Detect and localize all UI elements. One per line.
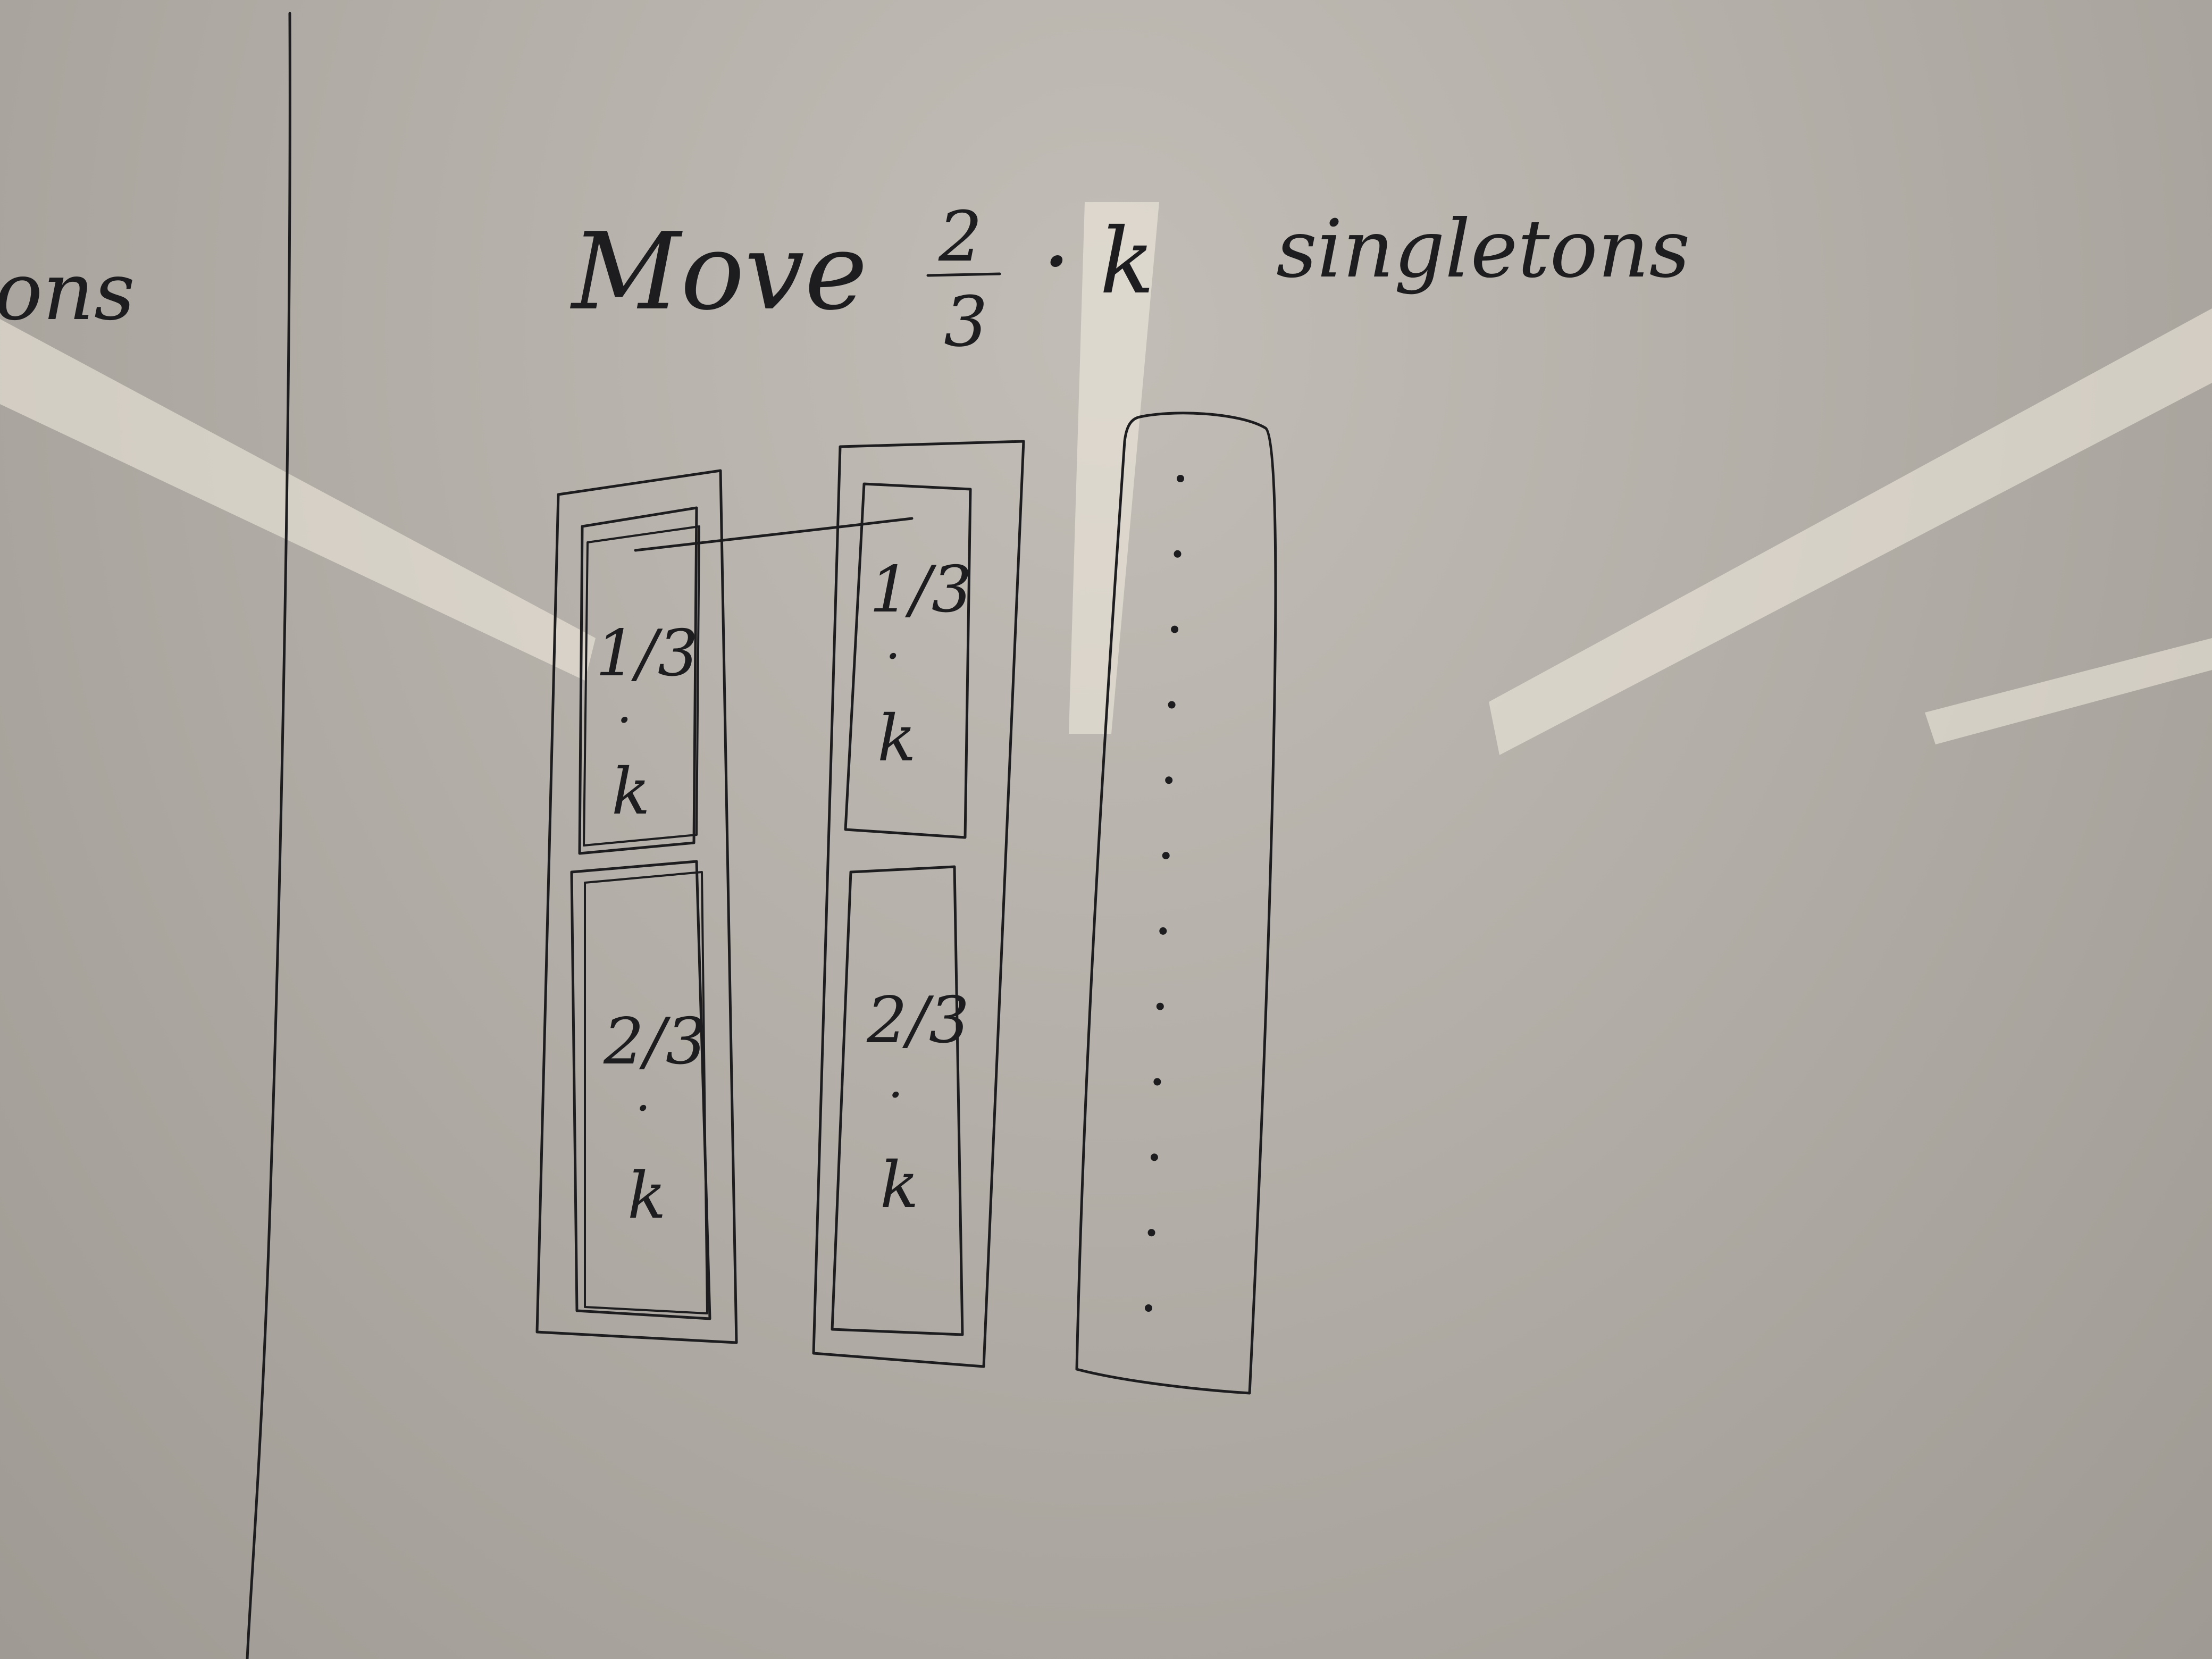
column-1-bottom-var: k xyxy=(627,1159,666,1233)
singleton-dot xyxy=(1165,776,1173,784)
column-1-bottom-block xyxy=(570,860,711,1320)
glare-right-small xyxy=(1925,638,2212,744)
column-1-bottom-fraction: 2/3 xyxy=(603,1005,706,1079)
board-divider-line xyxy=(246,12,291,1659)
singleton-dots xyxy=(1145,475,1184,1312)
connector-line xyxy=(634,517,914,552)
column-1-outer-box xyxy=(535,469,738,1344)
singleton-dot xyxy=(1168,701,1176,709)
singleton-column-box xyxy=(1075,412,1277,1395)
singleton-dot xyxy=(1145,1304,1152,1312)
column-1-top-block xyxy=(578,506,698,855)
column-2-bottom-block xyxy=(831,865,964,1336)
glare-right xyxy=(1489,308,2212,755)
column-2-top-var: k xyxy=(877,702,916,776)
column-1-bottom-dot: · xyxy=(635,1080,651,1136)
heading-fraction-bar xyxy=(926,272,1001,277)
column-2-bottom-dot: · xyxy=(888,1067,903,1123)
singleton-dot xyxy=(1156,1002,1164,1010)
column-2-bottom-fraction: 2/3 xyxy=(866,984,969,1058)
heading-noun: singletons xyxy=(1276,203,1690,296)
singleton-dot xyxy=(1150,1153,1158,1161)
column-2-bottom-var: k xyxy=(880,1149,919,1222)
heading-verb: Move xyxy=(569,210,868,334)
column-1-top-var: k xyxy=(611,755,650,829)
heading-fraction-numerator: 2 xyxy=(938,196,983,277)
column-2-top-block xyxy=(844,482,972,839)
column-1-top-block-inset xyxy=(583,525,700,847)
column-1-bottom-block-inset xyxy=(584,871,708,1314)
column-1-top-dot: · xyxy=(617,692,632,748)
singleton-dot xyxy=(1171,625,1179,633)
singleton-dot xyxy=(1174,550,1182,558)
heading-fraction-denominator: 3 xyxy=(944,281,988,362)
column-2-outer-box xyxy=(812,440,1025,1368)
singleton-dot xyxy=(1147,1229,1155,1237)
column-1-top-fraction: 1/3 xyxy=(596,617,698,691)
singleton-dot xyxy=(1177,475,1184,482)
singleton-dot xyxy=(1159,927,1167,935)
column-2-top-fraction: 1/3 xyxy=(869,553,972,627)
glare-center xyxy=(1069,202,1159,734)
left-fragment-text: ons xyxy=(0,246,135,338)
glare-left xyxy=(0,319,596,681)
heading-multiplier: · k xyxy=(1042,209,1154,314)
column-2-top-dot: · xyxy=(885,629,901,684)
singleton-dot xyxy=(1153,1078,1161,1086)
singleton-dot xyxy=(1162,852,1170,860)
